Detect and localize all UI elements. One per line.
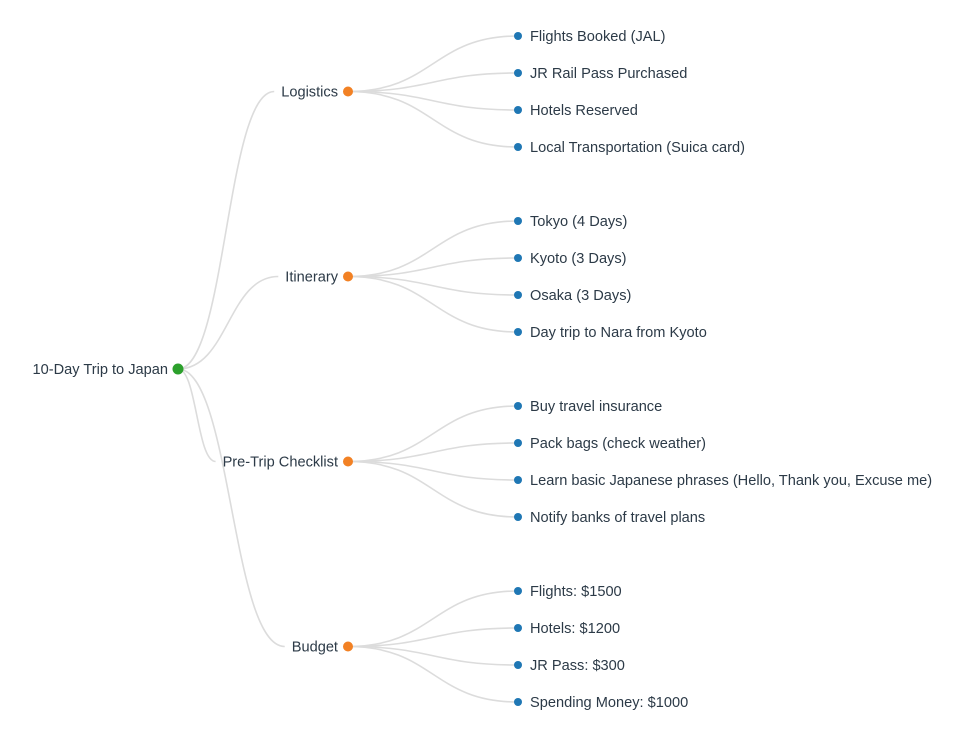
link-path <box>177 368 216 463</box>
links-layer <box>177 35 519 703</box>
branch-node-dot[interactable] <box>343 86 353 97</box>
leaf-node-label: Tokyo (4 Days) <box>530 214 627 230</box>
leaf-node-dot[interactable] <box>514 291 522 299</box>
leaf-node-label: Buy travel insurance <box>530 399 662 415</box>
leaf-node-label: Learn basic Japanese phrases (Hello, Tha… <box>530 473 932 489</box>
link-path <box>347 627 519 648</box>
link-path <box>347 645 519 666</box>
root-node-dot[interactable] <box>172 363 184 375</box>
leaf-node-label: Pack bags (check weather) <box>530 436 706 452</box>
leaf-node-label: Flights: $1500 <box>530 584 622 600</box>
leaf-node-dot[interactable] <box>514 32 522 40</box>
leaf-node-dot[interactable] <box>514 439 522 447</box>
link-path <box>177 275 279 370</box>
leaf-node-dot[interactable] <box>514 513 522 521</box>
branch-node-label: Logistics <box>281 84 338 100</box>
leaf-node-dot[interactable] <box>514 143 522 151</box>
link-path <box>347 257 519 278</box>
link-path <box>177 368 285 648</box>
leaf-node-dot[interactable] <box>514 661 522 669</box>
leaf-node-dot[interactable] <box>514 217 522 225</box>
branch-node-dot[interactable] <box>343 271 353 282</box>
leaf-node-dot[interactable] <box>514 587 522 595</box>
leaf-node-dot[interactable] <box>514 624 522 632</box>
leaf-node-dot[interactable] <box>514 69 522 77</box>
branch-node-label: Itinerary <box>285 269 338 285</box>
link-path <box>347 220 519 278</box>
branch-node-label: Budget <box>292 639 338 655</box>
leaf-node-label: JR Pass: $300 <box>530 658 625 674</box>
branch-node-dot[interactable] <box>343 456 353 467</box>
link-path <box>347 90 519 148</box>
link-path <box>347 460 519 481</box>
leaf-node-dot[interactable] <box>514 476 522 484</box>
leaf-node-label: Local Transportation (Suica card) <box>530 140 745 156</box>
leaf-node-dot[interactable] <box>514 328 522 336</box>
leaf-node-label: Kyoto (3 Days) <box>530 251 627 267</box>
leaf-node-label: Spending Money: $1000 <box>530 695 688 711</box>
leaf-node-label: Hotels Reserved <box>530 103 638 119</box>
link-path <box>347 460 519 518</box>
root-node-label: 10-Day Trip to Japan <box>33 362 168 378</box>
branch-node-label: Pre-Trip Checklist <box>223 454 338 470</box>
branch-node-dot[interactable] <box>343 641 353 652</box>
link-path <box>177 90 275 370</box>
link-path <box>347 405 519 463</box>
leaf-node-dot[interactable] <box>514 106 522 114</box>
link-path <box>347 72 519 93</box>
leaf-node-label: Flights Booked (JAL) <box>530 29 665 45</box>
leaf-node-label: Osaka (3 Days) <box>530 288 631 304</box>
link-path <box>347 35 519 93</box>
leaf-node-label: JR Rail Pass Purchased <box>530 66 687 82</box>
link-path <box>347 90 519 111</box>
leaf-node-label: Hotels: $1200 <box>530 621 620 637</box>
leaf-node-dot[interactable] <box>514 402 522 410</box>
nodes-layer: 10-Day Trip to Japan Logistics Flights Boo… <box>33 29 933 711</box>
link-path <box>347 442 519 463</box>
link-path <box>347 275 519 333</box>
leaf-node-label: Day trip to Nara from Kyoto <box>530 325 707 341</box>
link-path <box>347 590 519 648</box>
leaf-node-label: Notify banks of travel plans <box>530 510 705 526</box>
leaf-node-dot[interactable] <box>514 254 522 262</box>
link-path <box>347 275 519 296</box>
link-path <box>347 645 519 703</box>
leaf-node-dot[interactable] <box>514 698 522 706</box>
